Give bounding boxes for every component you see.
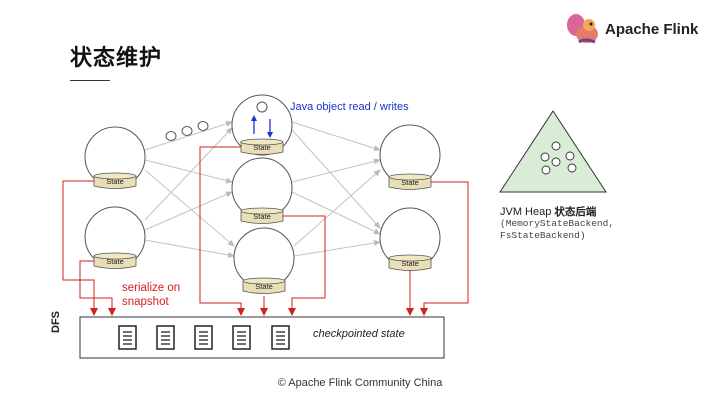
operator-node <box>231 157 293 224</box>
document-icon <box>156 325 175 350</box>
operator-node <box>379 124 441 190</box>
checkpoint-arrows <box>62 146 469 316</box>
operator-node <box>231 94 293 156</box>
dfs-box <box>79 316 445 359</box>
heap-title: JVM Heap 状态后端 <box>500 204 596 219</box>
jvm-heap-triangle <box>499 110 607 193</box>
record-bubbles <box>165 121 209 141</box>
squirrel-logo-icon <box>567 14 598 44</box>
checkpointed-state-label: checkpointed state <box>313 328 405 340</box>
java-object-note: Java object read / writes <box>290 101 409 113</box>
operator-node <box>379 207 441 271</box>
document-icon <box>271 325 290 350</box>
state-label: State <box>253 143 271 152</box>
heap-title-cjk: 状态后端 <box>554 206 597 218</box>
state-labels: State State State State State State Stat… <box>106 143 419 291</box>
title-underline <box>70 80 110 81</box>
brand-name: Apache Flink <box>605 21 699 38</box>
document-icon <box>232 325 251 350</box>
operator-node <box>84 126 146 189</box>
dataflow-edges <box>144 120 381 258</box>
operator-node <box>84 206 146 269</box>
page-title: 状态维护 <box>70 46 163 71</box>
state-label: State <box>106 257 124 266</box>
state-label: State <box>401 259 419 268</box>
state-label: State <box>255 282 273 291</box>
footer-copyright: © Apache Flink Community China <box>277 377 443 389</box>
state-label: State <box>401 178 419 187</box>
document-icon <box>194 325 213 350</box>
serialize-note: serialize on snapshot <box>122 282 181 308</box>
state-label: State <box>106 177 124 186</box>
document-icon <box>118 325 137 350</box>
state-label: State <box>253 212 271 221</box>
heap-backends: (MemoryStateBackend, FsStateBackend) <box>500 218 615 241</box>
dfs-label: DFS <box>50 311 62 333</box>
operator-node <box>233 227 295 294</box>
heap-title-latin: JVM Heap <box>500 206 555 218</box>
brand: Apache Flink <box>565 12 715 48</box>
